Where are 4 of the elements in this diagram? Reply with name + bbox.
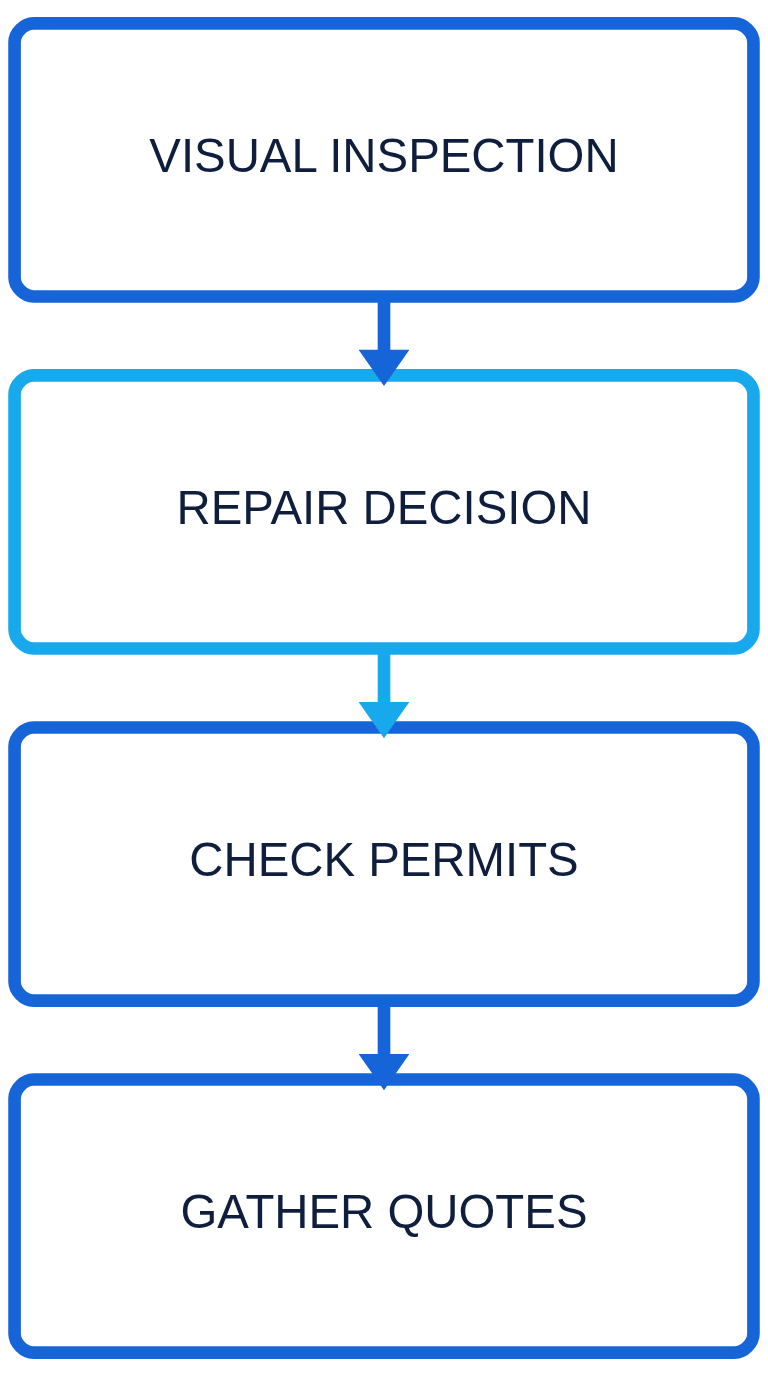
node-box: GATHER QUOTES xyxy=(8,1073,760,1359)
node-box: VISUAL INSPECTION xyxy=(8,17,760,303)
node-box: CHECK PERMITS xyxy=(8,721,760,1007)
node-box: REPAIR DECISION xyxy=(8,369,760,655)
